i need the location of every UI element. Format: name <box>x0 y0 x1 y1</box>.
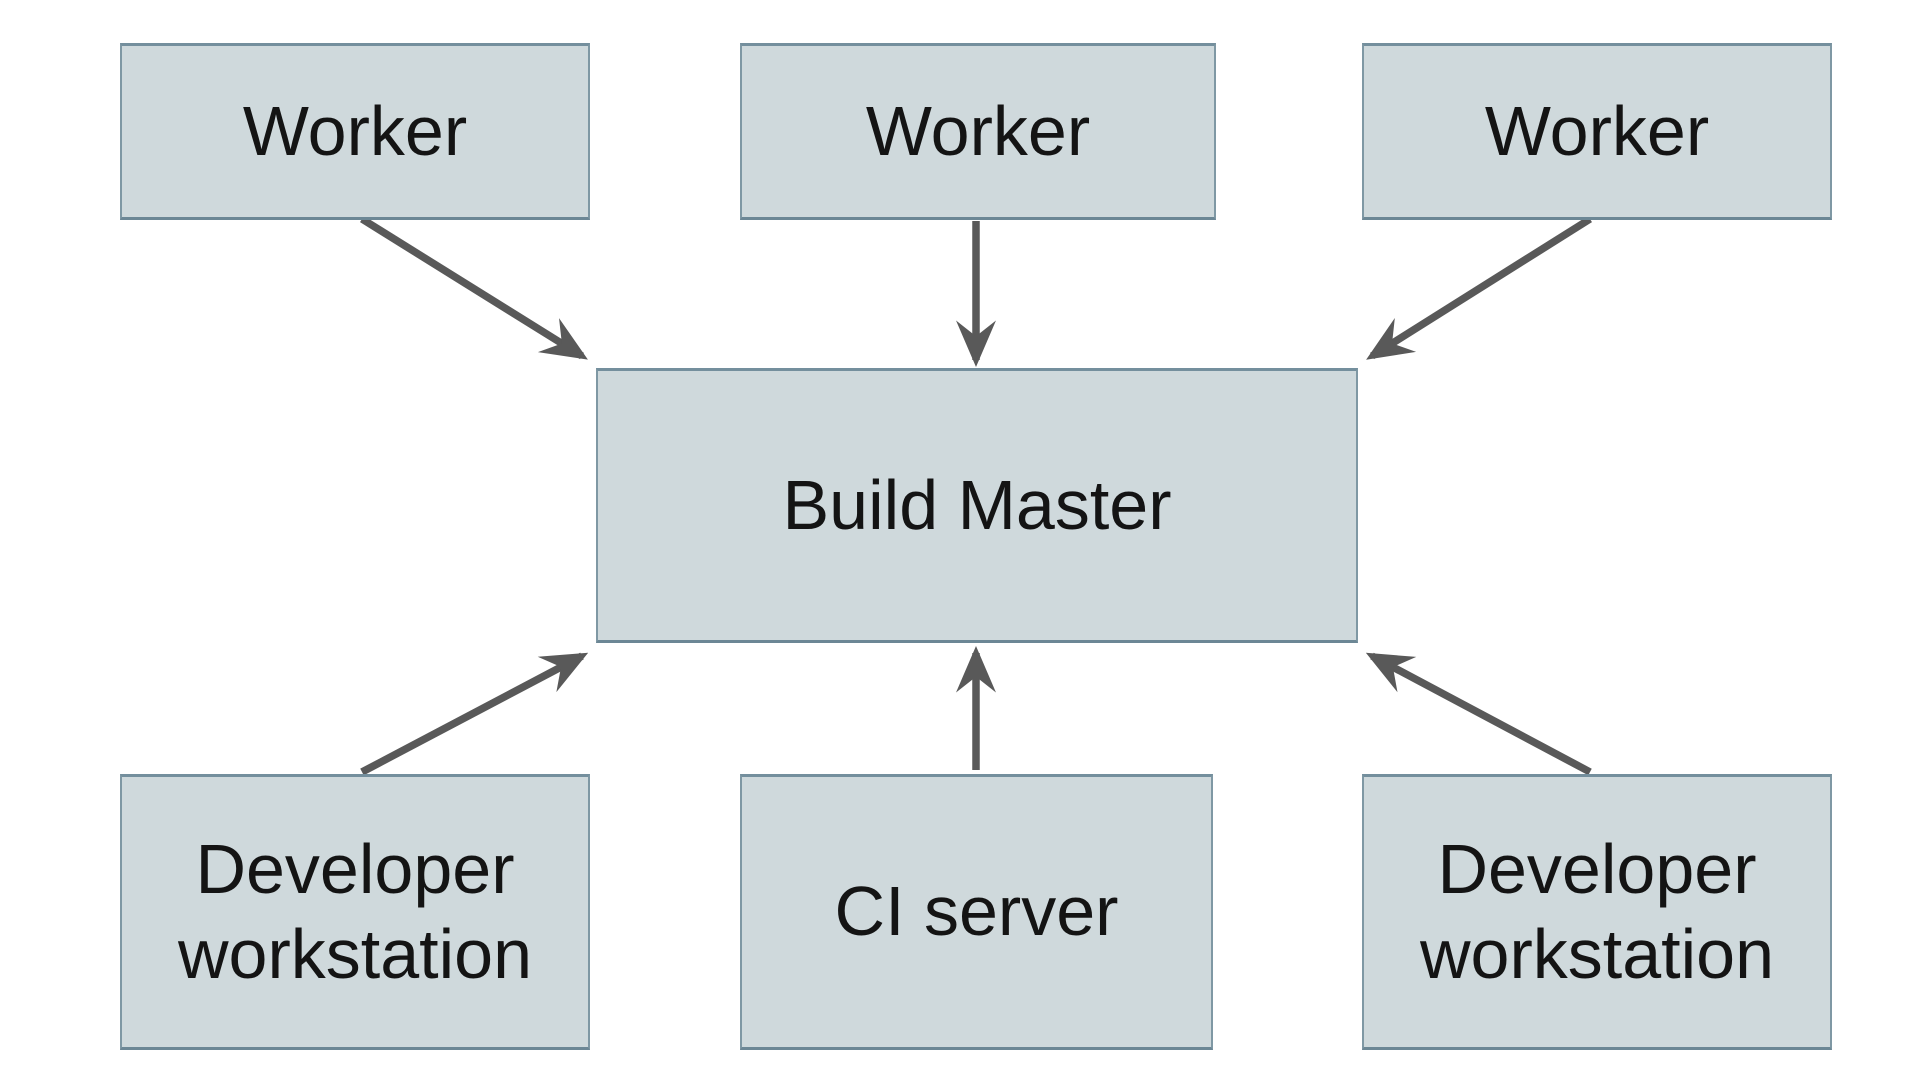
node-developer-workstation-2-label: Developer workstation <box>1419 829 1775 993</box>
arrow-developer-workstation-1-to-build-master <box>360 652 589 776</box>
node-worker-2-label: Worker <box>865 91 1091 170</box>
arrow-worker-1-to-build-master <box>360 215 588 360</box>
arrow-developer-workstation-2-to-build-master <box>1365 652 1592 776</box>
node-worker-2: Worker <box>740 43 1216 220</box>
node-ci-server-label: CI server <box>834 872 1119 951</box>
node-worker-3: Worker <box>1362 43 1832 220</box>
node-developer-workstation-1: Developer workstation <box>120 774 590 1050</box>
node-worker-1-label: Worker <box>242 91 468 170</box>
node-developer-workstation-2: Developer workstation <box>1362 774 1832 1050</box>
node-worker-1: Worker <box>120 43 590 220</box>
node-developer-workstation-1-label: Developer workstation <box>177 829 533 993</box>
node-build-master: Build Master <box>596 368 1358 643</box>
arrow-worker-3-to-build-master <box>1366 215 1592 360</box>
node-worker-3-label: Worker <box>1484 91 1710 170</box>
node-build-master-label: Build Master <box>782 465 1172 544</box>
node-ci-server: CI server <box>740 774 1213 1050</box>
